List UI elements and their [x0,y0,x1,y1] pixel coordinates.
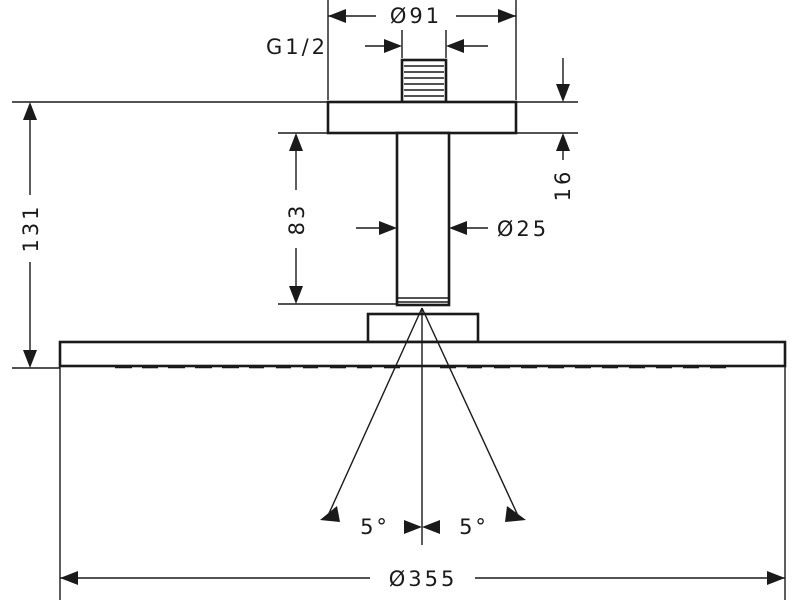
ceiling-plate [326,100,518,135]
dim-plate-thickness: 16 [516,58,578,201]
dim-total-height: 131 [12,101,328,369]
label-total-height: 131 [19,203,43,252]
label-top-diameter: Ø91 [390,4,442,28]
label-plate-thickness: 16 [551,169,575,202]
dim-arm-length: 83 [278,132,397,305]
ceiling-connector [326,58,518,135]
label-thread: G1/2 [266,35,328,59]
dim-spray-angle: 5° 5° [320,307,526,545]
shower-arm [366,131,480,344]
label-head-diameter: Ø355 [389,567,458,591]
label-arm-length: 83 [285,203,309,236]
dim-arm-diameter: Ø25 [356,217,549,241]
dim-thread: G1/2 [266,30,488,59]
arm-joint-nut [366,312,480,344]
label-arm-diameter: Ø25 [497,217,549,241]
arm-tube [395,131,451,307]
dim-top-diameter: Ø91 [327,0,517,100]
label-spray-angle-right: 5° [459,515,489,539]
label-spray-angle-left: 5° [360,515,390,539]
dim-head-diameter: Ø355 [59,366,786,600]
